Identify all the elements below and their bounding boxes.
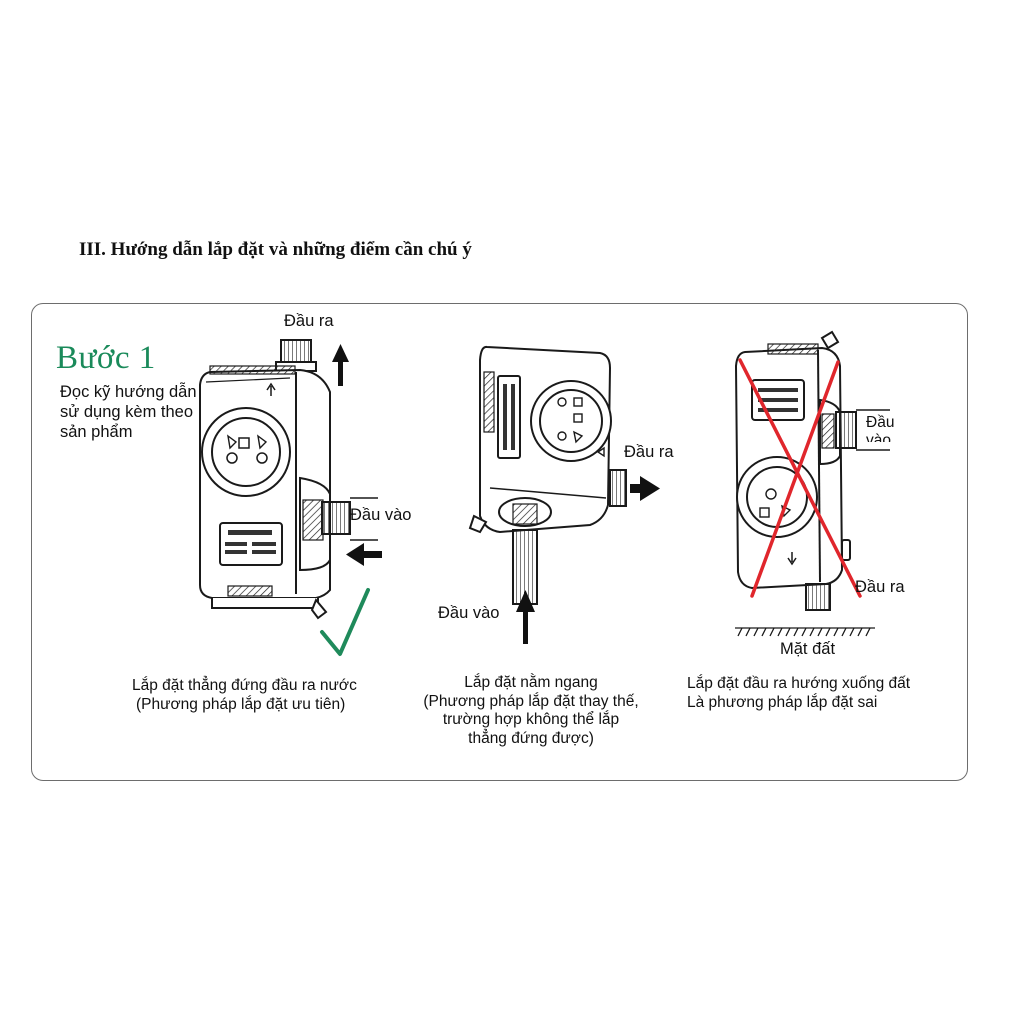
outlet-label-horizontal: Đầu ra <box>624 443 674 461</box>
ground-line <box>735 627 875 637</box>
step-title: Bước 1 <box>56 340 156 376</box>
device-horizontal <box>468 345 627 605</box>
inlet-arrow-up <box>516 590 535 644</box>
inlet-label-inverted: Đầu vào <box>866 414 895 442</box>
outlet-label-vertical: Đầu ra <box>284 312 334 330</box>
inlet-label-vertical: Đầu vào <box>350 506 412 524</box>
caption-line: (Phương pháp lắp đặt thay thế, <box>423 692 639 710</box>
step-description: Đọc kỹ hướng dẫn sử dụng kèm theo sản ph… <box>60 383 197 441</box>
section-heading: III. Hướng dẫn lắp đặt và những điểm cần… <box>79 239 472 260</box>
caption-inverted: Lắp đặt đầu ra hướng xuống đất Là phương… <box>687 675 910 712</box>
caption-line: thẳng đứng được) <box>468 729 594 747</box>
ground-label: Mặt đất <box>780 640 836 658</box>
device-inverted <box>734 330 890 611</box>
caption-horizontal: Lắp đặt nằm ngang (Phương pháp lắp đặt t… <box>411 674 651 748</box>
caption-line: trường hợp không thể lắp <box>442 711 620 728</box>
red-x-icon <box>738 358 862 598</box>
installation-panel <box>31 303 968 781</box>
outlet-arrow-right <box>630 476 660 501</box>
caption-line: Là phương pháp lắp đặt sai <box>687 693 878 711</box>
caption-line: (Phương pháp lắp đặt ưu tiên) <box>136 695 346 713</box>
caption-vertical: Lắp đặt thẳng đứng đầu ra nước (Phương p… <box>132 677 357 714</box>
caption-line: Lắp đặt nằm ngang <box>464 674 598 691</box>
caption-line: Lắp đặt đầu ra hướng xuống đất <box>687 675 911 692</box>
outlet-arrow-up <box>332 344 349 386</box>
outlet-label-inverted: Đầu ra <box>855 578 905 596</box>
device-vertical <box>199 339 378 620</box>
inlet-arrow-left <box>346 543 382 566</box>
inlet-label-horizontal: Đầu vào <box>438 604 500 622</box>
check-mark-icon <box>320 588 370 656</box>
caption-line: Lắp đặt thẳng đứng đầu ra nước <box>132 677 357 694</box>
